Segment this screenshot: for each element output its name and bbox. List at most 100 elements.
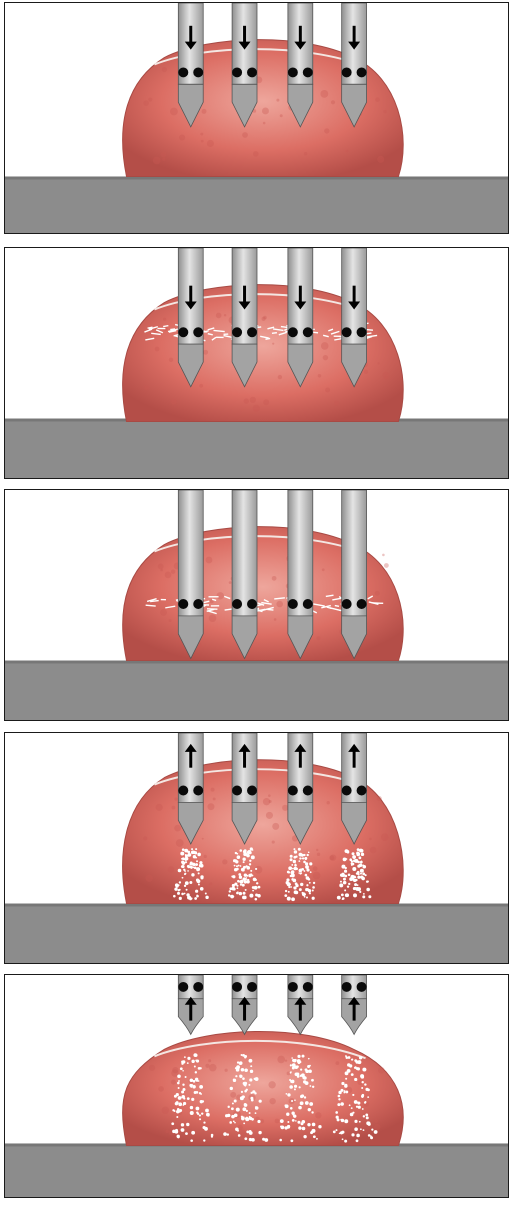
valve-icon xyxy=(288,599,298,609)
brine-droplet xyxy=(340,1119,342,1121)
brine-droplet xyxy=(177,1135,180,1138)
valve-icon xyxy=(342,67,352,77)
brine-droplet xyxy=(246,879,248,881)
valve-icon xyxy=(303,327,313,337)
brine-droplet xyxy=(183,869,185,871)
brine-droplet xyxy=(357,876,360,879)
brine-droplet xyxy=(205,896,208,899)
brine-droplet xyxy=(357,887,361,891)
brine-droplet xyxy=(306,896,308,898)
brine-droplet xyxy=(336,1116,339,1119)
panel-step-3 xyxy=(4,489,509,721)
brine-droplet xyxy=(232,1102,234,1104)
meat-texture xyxy=(261,317,265,321)
brine-droplet xyxy=(291,1100,293,1102)
brine-droplet xyxy=(309,882,311,884)
meat-texture xyxy=(382,554,385,557)
brine-droplet xyxy=(310,871,312,873)
meat-texture xyxy=(313,866,318,871)
brine-droplet xyxy=(236,1108,240,1112)
valve-icon xyxy=(288,67,298,77)
meat-texture xyxy=(179,134,185,140)
brine-droplet xyxy=(195,890,198,893)
meat-texture xyxy=(149,1065,155,1071)
brine-droplet xyxy=(185,1076,187,1078)
brine-droplet xyxy=(284,894,287,897)
brine-droplet xyxy=(173,895,176,898)
brine-droplet xyxy=(370,1136,373,1139)
meat-texture xyxy=(378,1067,385,1074)
brine-droplet xyxy=(231,887,235,891)
brine-droplet xyxy=(239,880,243,884)
brine-droplet xyxy=(291,1057,293,1059)
brine-droplet xyxy=(297,1055,300,1058)
meat-texture xyxy=(244,398,249,403)
needle-2 xyxy=(232,3,257,127)
meat-texture xyxy=(148,97,152,101)
brine-droplet xyxy=(303,861,306,864)
brine-droplet xyxy=(187,1097,190,1100)
meat-texture xyxy=(331,100,335,104)
brine-droplet xyxy=(191,1131,195,1135)
brine-droplet xyxy=(199,861,202,864)
brine-droplet xyxy=(307,854,309,856)
valve-icon xyxy=(303,982,313,992)
brine-droplet xyxy=(246,877,248,879)
brine-droplet xyxy=(176,1093,179,1096)
brine-droplet xyxy=(308,1058,310,1060)
meat-texture xyxy=(327,801,330,804)
brine-droplet xyxy=(239,876,242,879)
brine-droplet xyxy=(288,866,292,870)
brine-droplet xyxy=(195,1060,197,1062)
brine-droplet xyxy=(360,861,363,864)
brine-droplet xyxy=(340,1102,344,1106)
brine-droplet xyxy=(288,886,290,888)
valve-icon xyxy=(247,67,257,77)
brine-droplet xyxy=(253,878,257,882)
brine-droplet xyxy=(366,888,370,892)
valve-icon xyxy=(193,982,203,992)
brine-droplet xyxy=(292,1063,296,1067)
meat-texture xyxy=(174,797,177,800)
brine-droplet xyxy=(201,1112,203,1114)
brine-droplet xyxy=(309,1085,311,1087)
valve-icon xyxy=(342,599,352,609)
brine-droplet xyxy=(362,895,365,898)
meat-texture xyxy=(334,401,339,406)
brine-droplet xyxy=(183,1102,186,1105)
brine-droplet xyxy=(361,1095,364,1098)
meat-texture xyxy=(325,387,330,392)
valve-icon xyxy=(342,982,352,992)
brine-droplet xyxy=(307,1123,310,1126)
brine-droplet xyxy=(342,1138,344,1140)
brine-droplet xyxy=(313,882,315,884)
brine-droplet xyxy=(231,875,233,877)
brine-droplet xyxy=(235,859,237,861)
needle-4 xyxy=(342,3,367,127)
brine-droplet xyxy=(290,875,292,877)
brine-droplet xyxy=(242,1077,245,1080)
brine-droplet xyxy=(292,1119,295,1122)
brine-droplet xyxy=(254,1092,256,1094)
meat-texture xyxy=(321,342,329,350)
brine-droplet xyxy=(181,1091,184,1094)
meat-texture xyxy=(162,158,165,161)
brine-droplet xyxy=(179,897,182,900)
brine-droplet xyxy=(291,1080,295,1084)
needle-2 xyxy=(232,248,257,387)
brine-droplet xyxy=(305,1101,309,1105)
valve-icon xyxy=(357,982,367,992)
brine-droplet xyxy=(249,1078,252,1081)
meat-texture xyxy=(204,855,207,858)
brine-droplet xyxy=(366,1116,369,1119)
brine-droplet xyxy=(303,854,305,856)
meat-texture xyxy=(377,796,382,801)
meat-texture xyxy=(169,358,173,362)
brine-droplet xyxy=(244,1090,247,1093)
meat-texture xyxy=(202,109,207,114)
meat-texture xyxy=(318,374,322,378)
brine-droplet xyxy=(290,1139,293,1142)
brine-droplet xyxy=(343,878,346,881)
meat-texture xyxy=(263,122,266,125)
brine-droplet xyxy=(287,1126,290,1129)
